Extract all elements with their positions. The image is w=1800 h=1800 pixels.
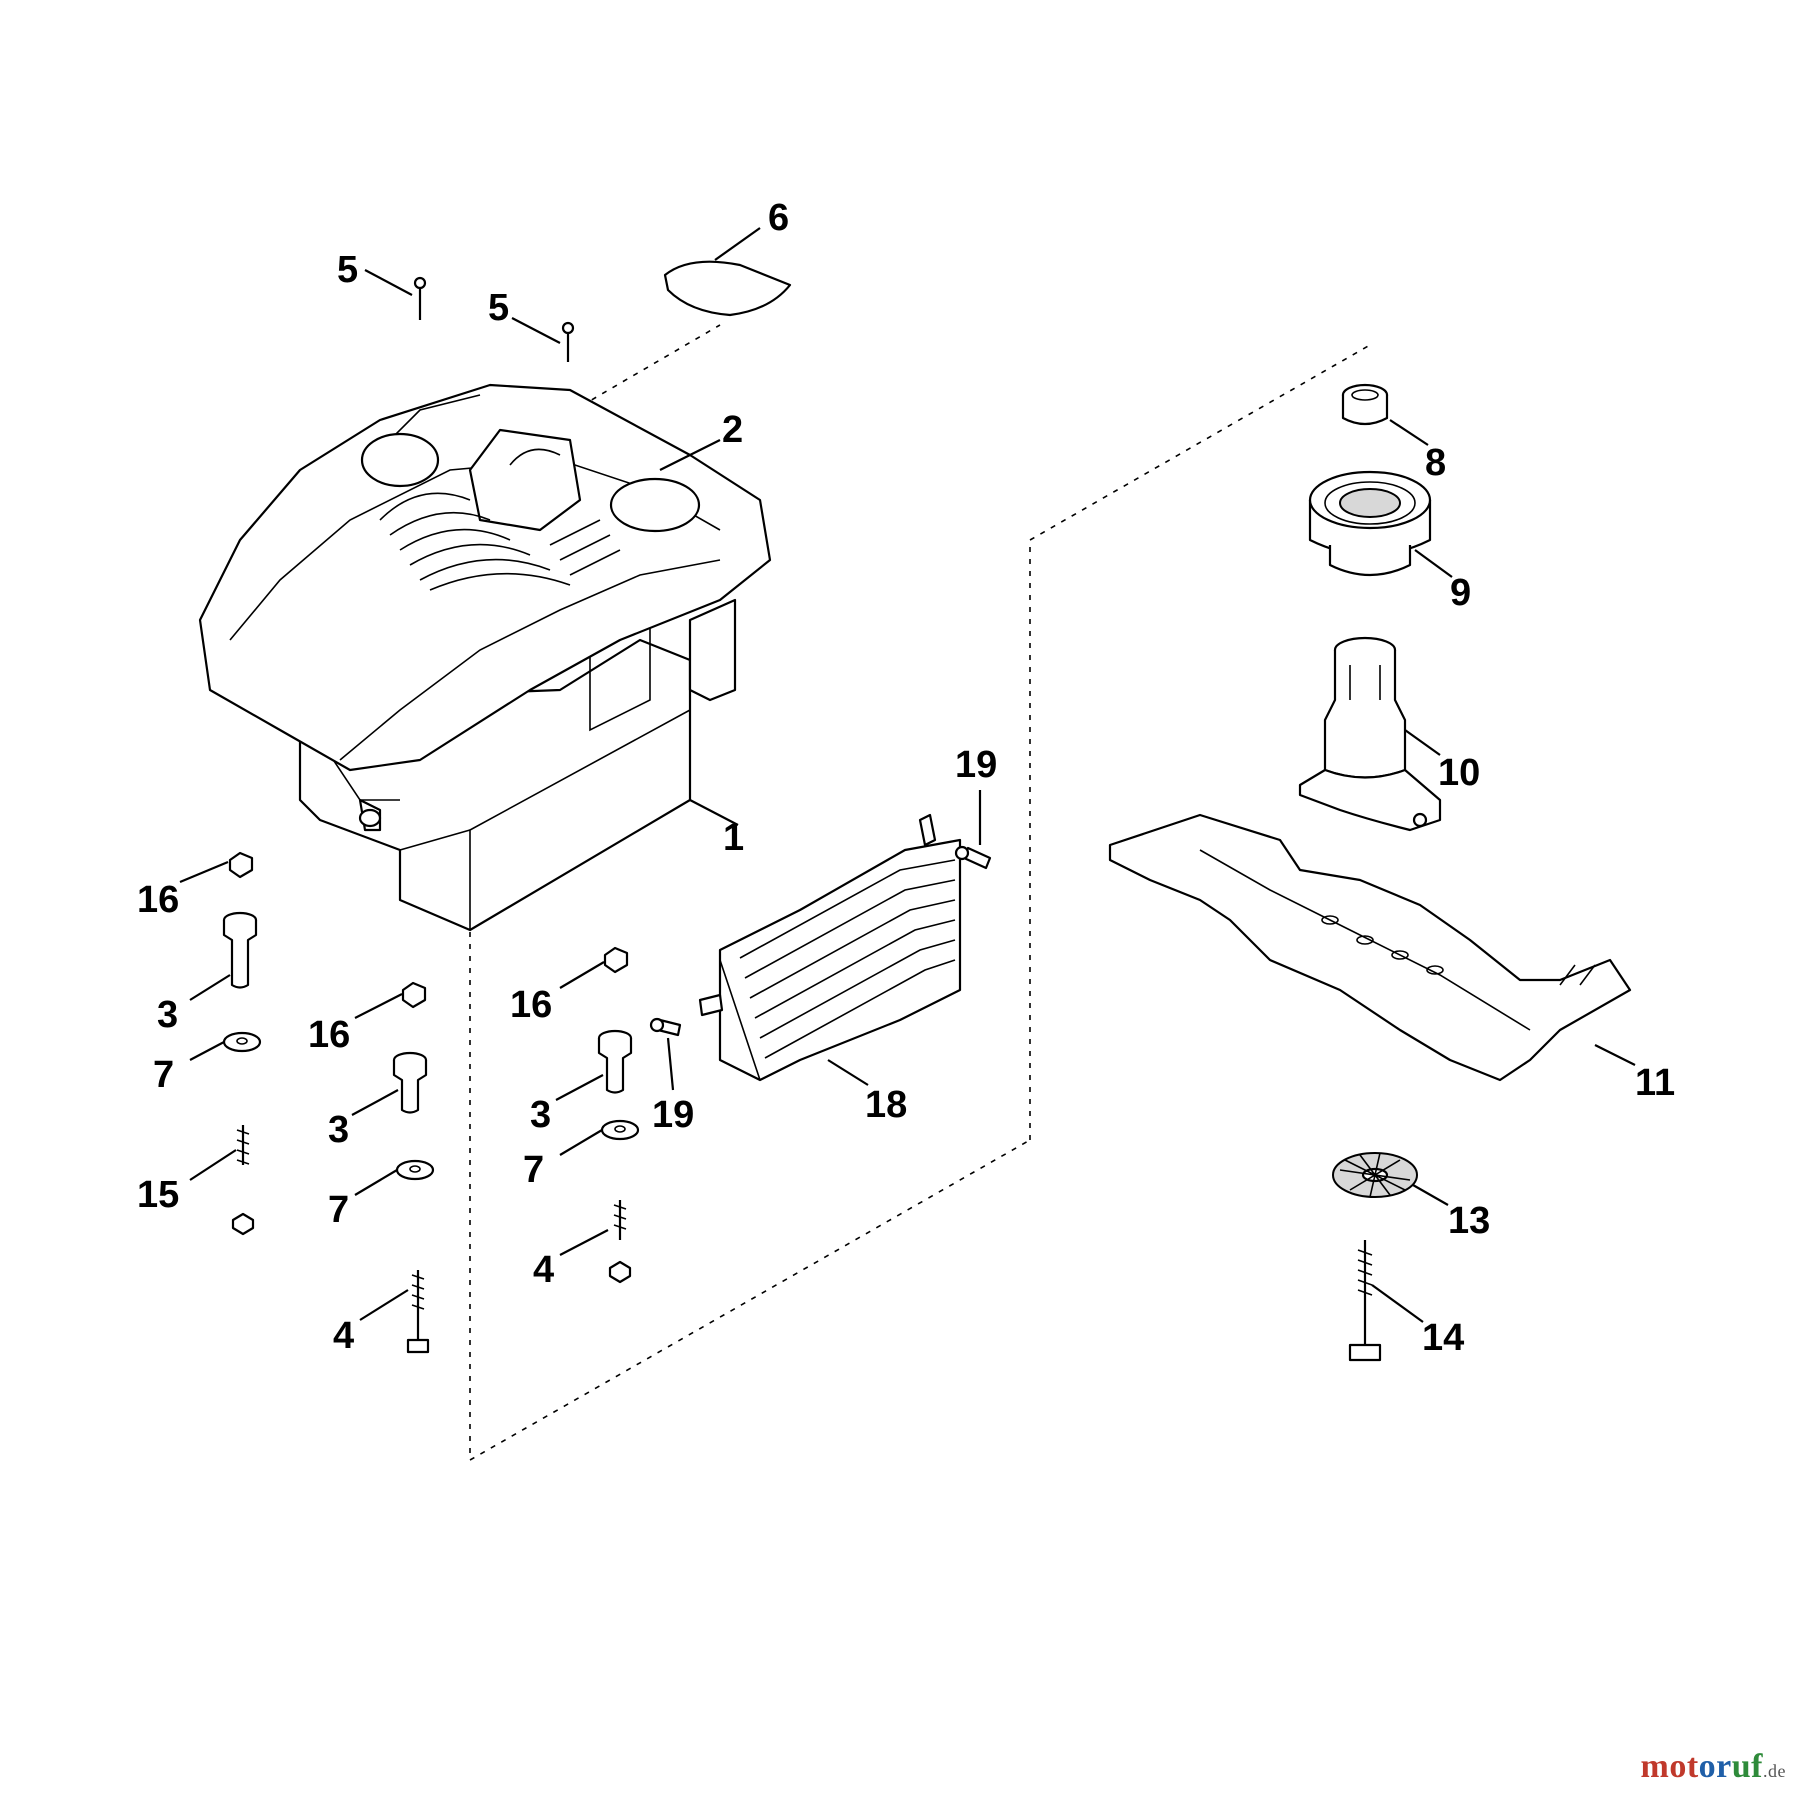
- bolt-part-4-left: [406, 1270, 430, 1354]
- site-watermark: motoruf.de: [1641, 1748, 1786, 1786]
- mower-blade-part-11: [1108, 813, 1632, 1082]
- callout-16-middle: 16: [308, 1014, 350, 1056]
- washer-part-7-left: [222, 1031, 262, 1053]
- callout-3-right: 3: [530, 1094, 551, 1136]
- callout-16-right: 16: [510, 984, 552, 1026]
- callout-16-left: 16: [137, 879, 179, 921]
- callout-13: 13: [1448, 1200, 1490, 1242]
- stud-part-15: [231, 1125, 255, 1236]
- callout-7-left: 7: [153, 1054, 174, 1096]
- spacer-part-3-right: [597, 1029, 633, 1094]
- grille-part-18: [698, 813, 962, 1082]
- callout-1: 1: [723, 817, 744, 859]
- spacer-part-3-left: [222, 911, 258, 989]
- callout-19-top: 19: [955, 744, 997, 786]
- nut-part-16-middle: [401, 981, 427, 1009]
- callout-15: 15: [137, 1174, 179, 1216]
- fan-part-9: [1308, 470, 1432, 577]
- engine-cover: [198, 383, 772, 772]
- callout-11: 11: [1635, 1062, 1675, 1104]
- callout-4-right: 4: [533, 1249, 554, 1291]
- callout-labels: 1 2 3 3 3 4 4 5 5 6 7 7 7 8 9 10 11 13 1…: [137, 197, 1675, 1359]
- nut-part-16-right: [603, 946, 629, 974]
- washer-part-7-middle: [395, 1159, 435, 1181]
- bolt-part-4-right: [608, 1200, 632, 1284]
- callout-10: 10: [1438, 752, 1480, 794]
- spacer-part-3-middle: [392, 1051, 428, 1114]
- callout-4-left: 4: [333, 1315, 354, 1357]
- callout-9: 9: [1450, 572, 1471, 614]
- assembly-guide-lines: [469, 324, 1371, 1461]
- callout-14: 14: [1422, 1317, 1464, 1359]
- watermark-part-4: .de: [1763, 1761, 1786, 1781]
- bushing-part-8: [1341, 383, 1389, 426]
- watermark-part-1: mot: [1640, 1748, 1699, 1785]
- watermark-part-3: uf: [1731, 1748, 1763, 1785]
- cover-plate-part-6: [663, 260, 792, 317]
- callout-5-right: 5: [488, 287, 509, 329]
- callout-8: 8: [1425, 442, 1446, 484]
- screw-part-5-left: [413, 276, 427, 320]
- callout-3-middle: 3: [328, 1109, 349, 1151]
- watermark-part-2: or: [1698, 1748, 1732, 1785]
- callout-2: 2: [722, 409, 743, 451]
- bolt-part-14: [1348, 1240, 1382, 1362]
- callout-5-left: 5: [337, 249, 358, 291]
- spring-washer-part-13: [1332, 1152, 1418, 1198]
- nut-part-16-left: [228, 851, 254, 879]
- callout-6: 6: [768, 197, 789, 239]
- callout-18: 18: [865, 1084, 907, 1126]
- callout-19-lower: 19: [652, 1094, 694, 1136]
- screw-part-19-lower: [649, 1017, 682, 1037]
- callout-3-left: 3: [157, 994, 178, 1036]
- washer-part-7-right: [600, 1119, 640, 1141]
- blade-adapter-part-10: [1298, 636, 1442, 832]
- leader-lines: [179, 227, 1636, 1323]
- screw-part-19-top: [954, 845, 992, 870]
- screw-part-5-right: [561, 321, 575, 362]
- callout-7-right: 7: [523, 1149, 544, 1191]
- callout-7-middle: 7: [328, 1189, 349, 1231]
